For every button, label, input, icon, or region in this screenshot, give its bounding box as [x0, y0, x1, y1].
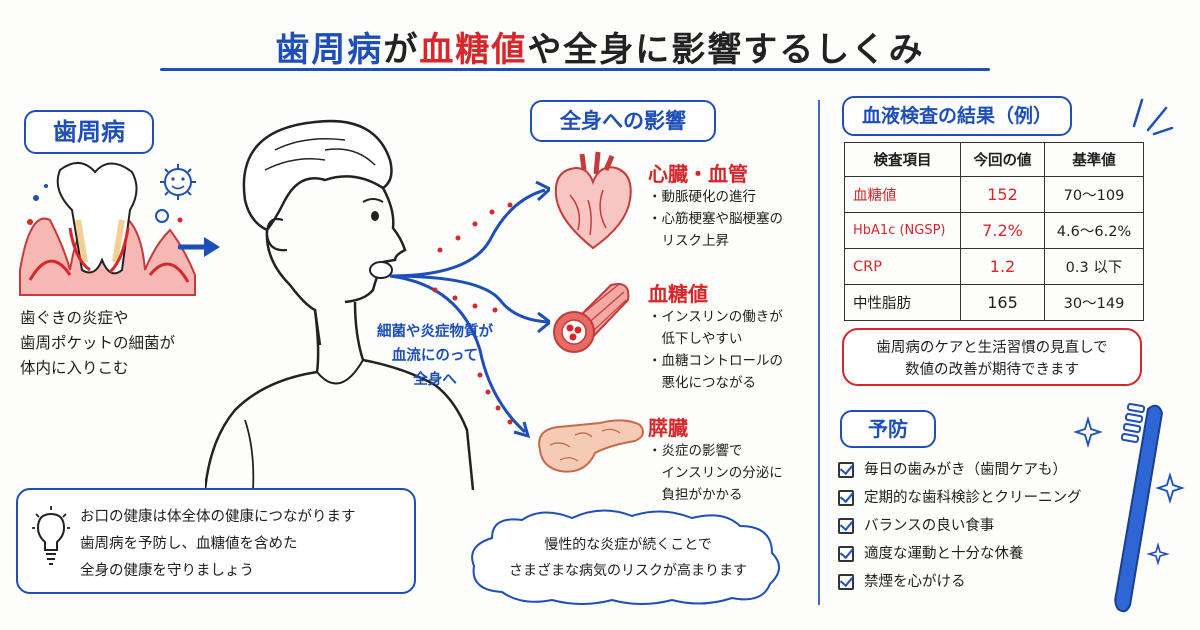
table-cell-value: 1.2 [960, 248, 1045, 285]
advice-text: お口の健康は体全体の健康につながります 歯周病を予防し、血糖値を含めた 全身の健… [80, 504, 410, 585]
list-item: 適度な運動と十分な休養 [838, 540, 1108, 568]
table-cell-item: CRP [844, 248, 961, 285]
results-heading: 血液検査の結果（例） [842, 96, 1072, 136]
list-item: 毎日の歯みがき（歯間ケアも） [838, 456, 1108, 484]
flow-label-line: 血流にのって [391, 348, 479, 364]
bullet-line: ・動脈硬化の進行 [648, 189, 756, 205]
prevention-list: 毎日の歯みがき（歯間ケアも） 定期的な歯科検診とクリーニング バランスの良い食事… [838, 456, 1108, 596]
results-note-line: 歯周病のケアと生活習慣の見直しで [876, 340, 1108, 356]
cloud-shape [471, 509, 780, 605]
table-header-row: 検査項目 今回の値 基準値 [844, 142, 1144, 177]
arrow-right-icon [178, 237, 220, 257]
list-item: 禁煙を心がける [838, 568, 1108, 596]
list-item-label: 定期的な歯科検診とクリーニング [864, 490, 1082, 506]
organ-bullets-glucose: ・インスリンの働きが 低下しやすい ・血糖コントロールの 悪化につながる [648, 306, 818, 394]
flow-label-line: 細菌や炎症物質が [377, 324, 493, 340]
bullet-line: インスリンの分泌に [648, 465, 783, 481]
organ-bullets-heart: ・動脈硬化の進行 ・心筋梗塞や脳梗塞の リスク上昇 [648, 186, 818, 252]
column-header: 基準値 [1044, 142, 1144, 177]
cloud-line: さまざまな病気のリスクが高まります [509, 563, 747, 579]
pancreas-icon [538, 419, 645, 473]
list-item-label: 適度な運動と十分な休養 [864, 546, 1024, 562]
bullet-line: 負担がかかる [648, 487, 743, 503]
flow-label-line: 全身へ [413, 372, 457, 388]
list-item: 定期的な歯科検診とクリーニング [838, 484, 1108, 512]
perio-caption-line: 体内に入りこむ [20, 359, 129, 377]
bullet-line: ・心筋梗塞や脳梗塞の [648, 211, 783, 227]
bullet-line: リスク上昇 [648, 233, 729, 249]
bullet-line: ・血糖コントロールの [648, 353, 783, 369]
list-item-label: 禁煙を心がける [864, 574, 966, 590]
flow-arrows [389, 180, 550, 439]
cloud-line: 慢性的な炎症が続くことで [544, 537, 712, 553]
column-divider [818, 100, 820, 605]
table-row: 中性脂肪 165 30〜149 [844, 284, 1144, 321]
perio-caption: 歯ぐきの炎症や 歯周ポケットの細菌が 体内に入りこむ [20, 306, 230, 381]
table-cell-value: 152 [960, 176, 1045, 213]
cloud-text: 慢性的な炎症が続くことで さまざまな病気のリスクが高まります [478, 532, 778, 584]
blood-vessel-icon [553, 283, 630, 353]
bullet-line: 悪化につながる [648, 375, 756, 391]
checkbox-checked-icon [838, 490, 854, 506]
bacteria-icon [27, 164, 196, 225]
table-cell-value: 165 [960, 284, 1045, 321]
checkbox-checked-icon [838, 462, 854, 478]
table-cell-item: 中性脂肪 [844, 284, 961, 321]
advice-line: 全身の健康を守りましょう [80, 563, 254, 579]
results-note: 歯周病のケアと生活習慣の見直しで 数値の改善が期待できます [842, 328, 1142, 386]
title-part-ga: が [383, 30, 420, 70]
column-header: 今回の値 [960, 142, 1045, 177]
organ-title-heart: 心臓・血管 [648, 162, 748, 186]
checkbox-checked-icon [838, 546, 854, 562]
toothbrush-icon [1073, 402, 1185, 613]
checkbox-checked-icon [838, 518, 854, 534]
person-illustration [205, 119, 475, 490]
bullet-line: ・炎症の影響で [648, 443, 743, 459]
perio-heading: 歯周病 [24, 110, 154, 154]
list-item-label: 毎日の歯みがき（歯間ケアも） [864, 462, 1067, 478]
flow-label: 細菌や炎症物質が 血流にのって 全身へ [360, 320, 510, 392]
checkbox-checked-icon [838, 574, 854, 590]
title-part-rest: や全身に影響するしくみ [527, 30, 925, 70]
table-row: 血糖値 152 70〜109 [844, 176, 1144, 213]
table-cell-value: 7.2% [960, 212, 1045, 249]
column-header: 検査項目 [844, 142, 961, 177]
bullet-line: 低下しやすい [648, 331, 743, 347]
lightbulb-icon [32, 506, 70, 565]
tooth-gum-illustration [19, 162, 196, 296]
results-note-line: 数値の改善が期待できます [905, 362, 1079, 378]
table-cell-ref: 30〜149 [1044, 284, 1144, 321]
results-table: 検査項目 今回の値 基準値 血糖値 152 70〜109 HbA1c (NGSP… [844, 142, 1144, 321]
perio-caption-line: 歯周ポケットの細菌が [20, 334, 176, 352]
heart-icon [554, 151, 632, 250]
advice-line: お口の健康は体全体の健康につながります [80, 509, 356, 525]
table-cell-ref: 70〜109 [1044, 176, 1144, 213]
title-part-glucose: 血糖値 [419, 30, 528, 70]
table-cell-ref: 0.3 以下 [1044, 248, 1144, 285]
bullet-line: ・インスリンの働きが [648, 309, 783, 325]
table-cell-item: HbA1c (NGSP) [844, 212, 961, 249]
list-item: バランスの良い食事 [838, 512, 1108, 540]
title-part-perio: 歯周病 [275, 30, 384, 70]
page-title: 歯周病が血糖値や全身に影響するしくみ [0, 22, 1200, 71]
bacteria-dots [432, 202, 513, 425]
organ-title-glucose: 血糖値 [648, 282, 708, 306]
table-row: HbA1c (NGSP) 7.2% 4.6〜6.2% [844, 212, 1144, 249]
sparkle-lines-icon [1132, 98, 1174, 136]
table-cell-ref: 4.6〜6.2% [1044, 212, 1144, 249]
prevention-heading: 予防 [840, 410, 936, 448]
table-row: CRP 1.2 0.3 以下 [844, 248, 1144, 285]
title-underline [160, 68, 990, 71]
organ-title-pancreas: 膵臓 [648, 416, 688, 440]
perio-caption-line: 歯ぐきの炎症や [20, 309, 129, 327]
list-item-label: バランスの良い食事 [864, 518, 995, 534]
advice-line: 歯周病を予防し、血糖値を含めた [80, 536, 298, 552]
advice-box: お口の健康は体全体の健康につながります 歯周病を予防し、血糖値を含めた 全身の健… [16, 488, 416, 594]
table-cell-item: 血糖値 [844, 176, 961, 213]
organ-bullets-pancreas: ・炎症の影響で インスリンの分泌に 負担がかかる [648, 440, 818, 506]
effects-heading: 全身への影響 [530, 100, 716, 142]
